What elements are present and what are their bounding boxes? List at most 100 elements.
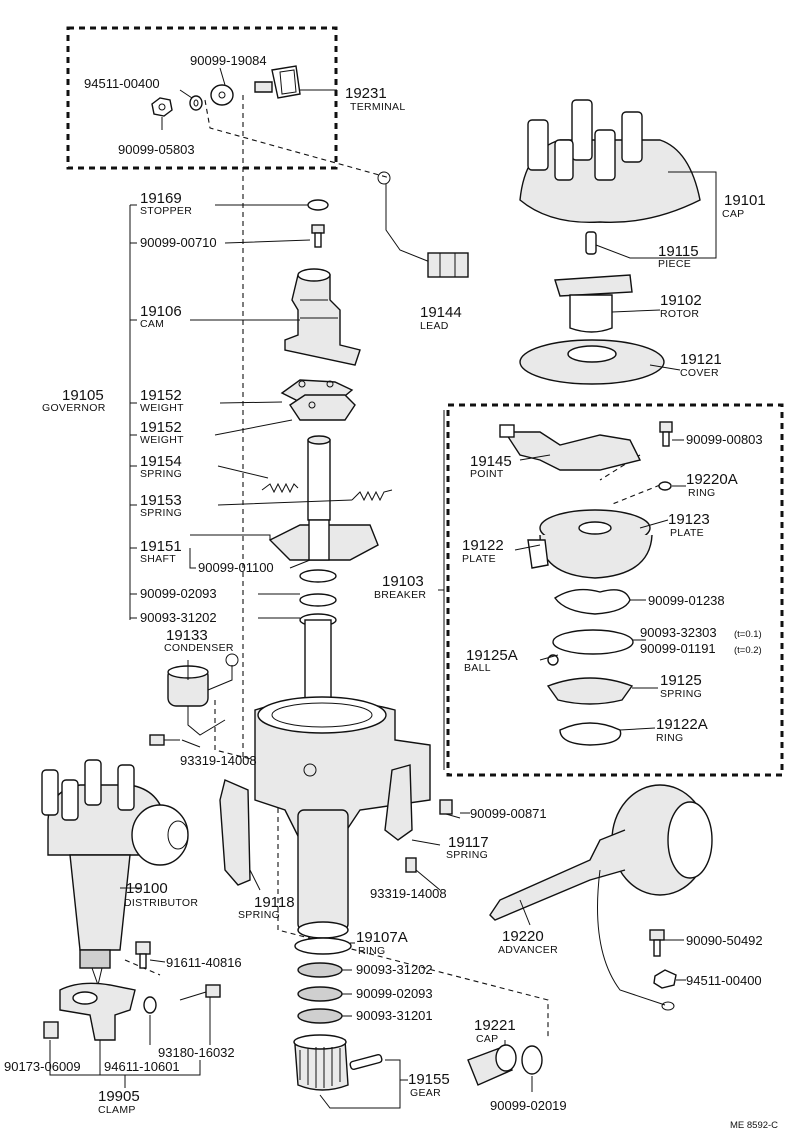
- screw-part: [311, 224, 325, 248]
- screw-00803-part: [659, 421, 673, 447]
- label-spring-19118: SPRING: [238, 909, 280, 921]
- washer-31201-part: [297, 1008, 343, 1024]
- gear-part: [293, 1034, 349, 1091]
- screw-50492-part: [649, 929, 665, 957]
- label-19121: 19121: [680, 351, 722, 368]
- label-19231: 19231: [345, 85, 387, 102]
- terminal-group-box: [66, 26, 338, 170]
- label-19103: 19103: [382, 573, 424, 590]
- washer-02093-c-part: [297, 986, 343, 1002]
- shaft-part: [268, 435, 379, 561]
- label-spring-19117: SPRING: [446, 849, 488, 861]
- label-19125: 19125: [660, 672, 702, 689]
- washer-part: [210, 84, 234, 106]
- label-shaft: SHAFT: [140, 553, 176, 565]
- label-90099-00871: 90099-00871: [470, 806, 547, 821]
- label-90099-02019: 90099-02019: [490, 1098, 567, 1113]
- label-90099-02093-a: 90099-02093: [140, 586, 217, 601]
- label-90093-31202-a: 90093-31202: [140, 610, 217, 625]
- bolt-16032-part: [179, 984, 221, 1001]
- ring-19122a-part: [559, 722, 622, 746]
- label-93319-14008-a: 93319-14008: [180, 753, 257, 768]
- label-19153: 19153: [140, 492, 182, 509]
- washer-02093-part: [299, 569, 337, 583]
- label-90093-31202-b: 90093-31202: [356, 962, 433, 977]
- label-spring-19153: SPRING: [140, 507, 182, 519]
- label-91611-40816: 91611-40816: [166, 955, 242, 970]
- label-90099-00803: 90099-00803: [686, 432, 763, 447]
- label-lead: LEAD: [420, 320, 449, 332]
- piece-part: [585, 231, 597, 255]
- spring-clip-19118-part: [219, 779, 251, 886]
- cam-part: [284, 268, 361, 366]
- distributor-assembly-part: [41, 759, 189, 987]
- lead-part: [377, 171, 469, 278]
- pin-part: [349, 1053, 383, 1071]
- label-19125a: 19125A: [466, 647, 518, 664]
- label-90093-32303: 90093-32303: [640, 625, 717, 640]
- label-advancer: ADVANCER: [498, 944, 558, 956]
- label-90099-01100: 90099-01100: [198, 560, 274, 575]
- label-breaker: BREAKER: [374, 589, 426, 601]
- label-terminal: TERMINAL: [350, 101, 406, 113]
- label-thickness-02: (t=0.2): [734, 645, 762, 656]
- label-19115: 19115: [658, 243, 699, 260]
- screw-14008-a-part: [149, 734, 180, 746]
- label-cover: COVER: [680, 367, 719, 379]
- label-19145: 19145: [470, 453, 512, 470]
- washer-10601-part: [143, 996, 157, 1014]
- label-90099-00710: 90099-00710: [140, 235, 217, 250]
- nut-part: [151, 97, 173, 117]
- ring-19220a-part: [658, 481, 672, 491]
- spring-19154-part: [261, 482, 299, 494]
- label-gear: GEAR: [410, 1087, 441, 1099]
- label-19155: 19155: [408, 1071, 450, 1088]
- bolt-40816-part: [135, 941, 151, 969]
- nut-06009-part: [43, 1021, 59, 1039]
- housing-part: [254, 619, 431, 939]
- label-spring-19125: SPRING: [660, 688, 702, 700]
- label-94511-00400-b: 94511-00400: [686, 973, 762, 988]
- washer-31202-c-part: [297, 962, 343, 978]
- label-90093-31201: 90093-31201: [356, 1008, 433, 1023]
- breaker-group-box: [446, 403, 784, 777]
- lead-dash-line: [204, 99, 391, 179]
- label-distributor: DISTRIBUTOR: [124, 897, 198, 909]
- washer-small-part: [189, 95, 203, 111]
- label-ball: BALL: [464, 662, 491, 674]
- washer-31202-part: [299, 593, 337, 607]
- cap-dash-line: [277, 790, 549, 1040]
- label-cam: CAM: [140, 318, 164, 330]
- label-19105: 19105: [62, 387, 104, 404]
- label-19151: 19151: [140, 538, 182, 555]
- label-90099-02093-b: 90099-02093: [356, 986, 433, 1001]
- label-90099-19084: 90099-19084: [190, 53, 267, 68]
- rotor-part: [554, 274, 633, 333]
- label-19220: 19220: [502, 928, 544, 945]
- terminal-part: [254, 65, 301, 99]
- label-19118: 19118: [254, 894, 295, 911]
- label-90099-01191: 90099-01191: [640, 641, 716, 656]
- label-90099-01238: 90099-01238: [648, 593, 725, 608]
- label-19154: 19154: [140, 453, 182, 470]
- label-19122a: 19122A: [656, 716, 708, 733]
- label-rotor: ROTOR: [660, 308, 699, 320]
- label-cap: CAP: [722, 208, 745, 220]
- label-spring-19154: SPRING: [140, 468, 182, 480]
- label-19169: 19169: [140, 190, 182, 207]
- label-plate-19123: PLATE: [670, 527, 704, 539]
- label-19107a: 19107A: [356, 929, 408, 946]
- label-19122: 19122: [462, 537, 504, 554]
- label-plate-19122: PLATE: [462, 553, 496, 565]
- cover-part: [519, 339, 665, 385]
- condenser-part: [167, 653, 239, 736]
- label-90090-50492: 90090-50492: [686, 933, 763, 948]
- ring-19107a-part: [294, 937, 352, 955]
- label-19220a: 19220A: [686, 471, 738, 488]
- spring-19125-part: [546, 677, 634, 705]
- label-point: POINT: [470, 468, 504, 480]
- weight-lower-part: [289, 394, 356, 421]
- nut-00400-b-part: [653, 969, 677, 989]
